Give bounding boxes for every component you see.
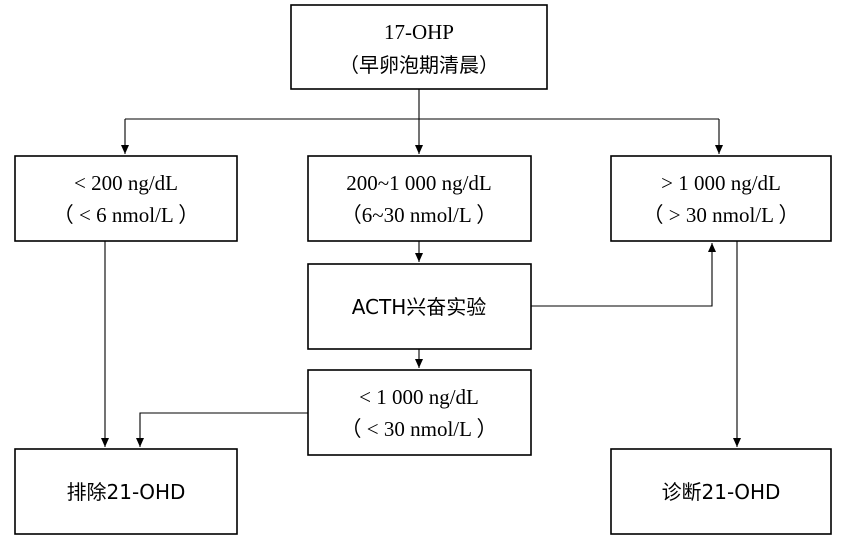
node-acth-low: < 1 000 ng/dL （ < 30 nmol/L ） bbox=[307, 369, 532, 456]
node-17ohp: 17-OHP （早卵泡期清晨） bbox=[290, 4, 548, 90]
edge-acth-to-high bbox=[531, 243, 716, 307]
node-high-line1: > 1 000 ng/dL bbox=[661, 171, 781, 195]
node-acth-test: ACTH兴奋实验 bbox=[307, 263, 532, 350]
node-mid: 200~1 000 ng/dL （6~30 nmol/L ） bbox=[307, 155, 532, 242]
node-exclude-label: 排除21-OHD bbox=[67, 480, 186, 504]
node-low-line1: < 200 ng/dL bbox=[74, 171, 178, 195]
node-acth-low-line2: （ < 30 nmol/L ） bbox=[341, 417, 498, 441]
node-17ohp-subtitle: （早卵泡期清晨） bbox=[339, 53, 499, 77]
node-low: < 200 ng/dL （ < 6 nmol/L ） bbox=[14, 155, 238, 242]
node-mid-line1: 200~1 000 ng/dL bbox=[346, 171, 492, 195]
node-high: > 1 000 ng/dL （ > 30 nmol/L ） bbox=[610, 155, 832, 242]
node-high-line2: （ > 30 nmol/L ） bbox=[643, 203, 800, 227]
node-low-line2: （ < 6 nmol/L ） bbox=[53, 203, 199, 227]
node-17ohp-title: 17-OHP bbox=[384, 20, 454, 44]
node-exclude: 排除21-OHD bbox=[14, 448, 238, 535]
node-diagnose-label: 诊断21-OHD bbox=[662, 480, 781, 504]
node-acth-test-label: ACTH兴奋实验 bbox=[352, 295, 487, 319]
node-acth-low-line1: < 1 000 ng/dL bbox=[359, 385, 479, 409]
connectors bbox=[101, 89, 741, 447]
node-mid-line2: （6~30 nmol/L ） bbox=[341, 203, 497, 227]
node-diagnose: 诊断21-OHD bbox=[610, 448, 832, 535]
edge-acthlow-to-exclude bbox=[136, 412, 308, 447]
